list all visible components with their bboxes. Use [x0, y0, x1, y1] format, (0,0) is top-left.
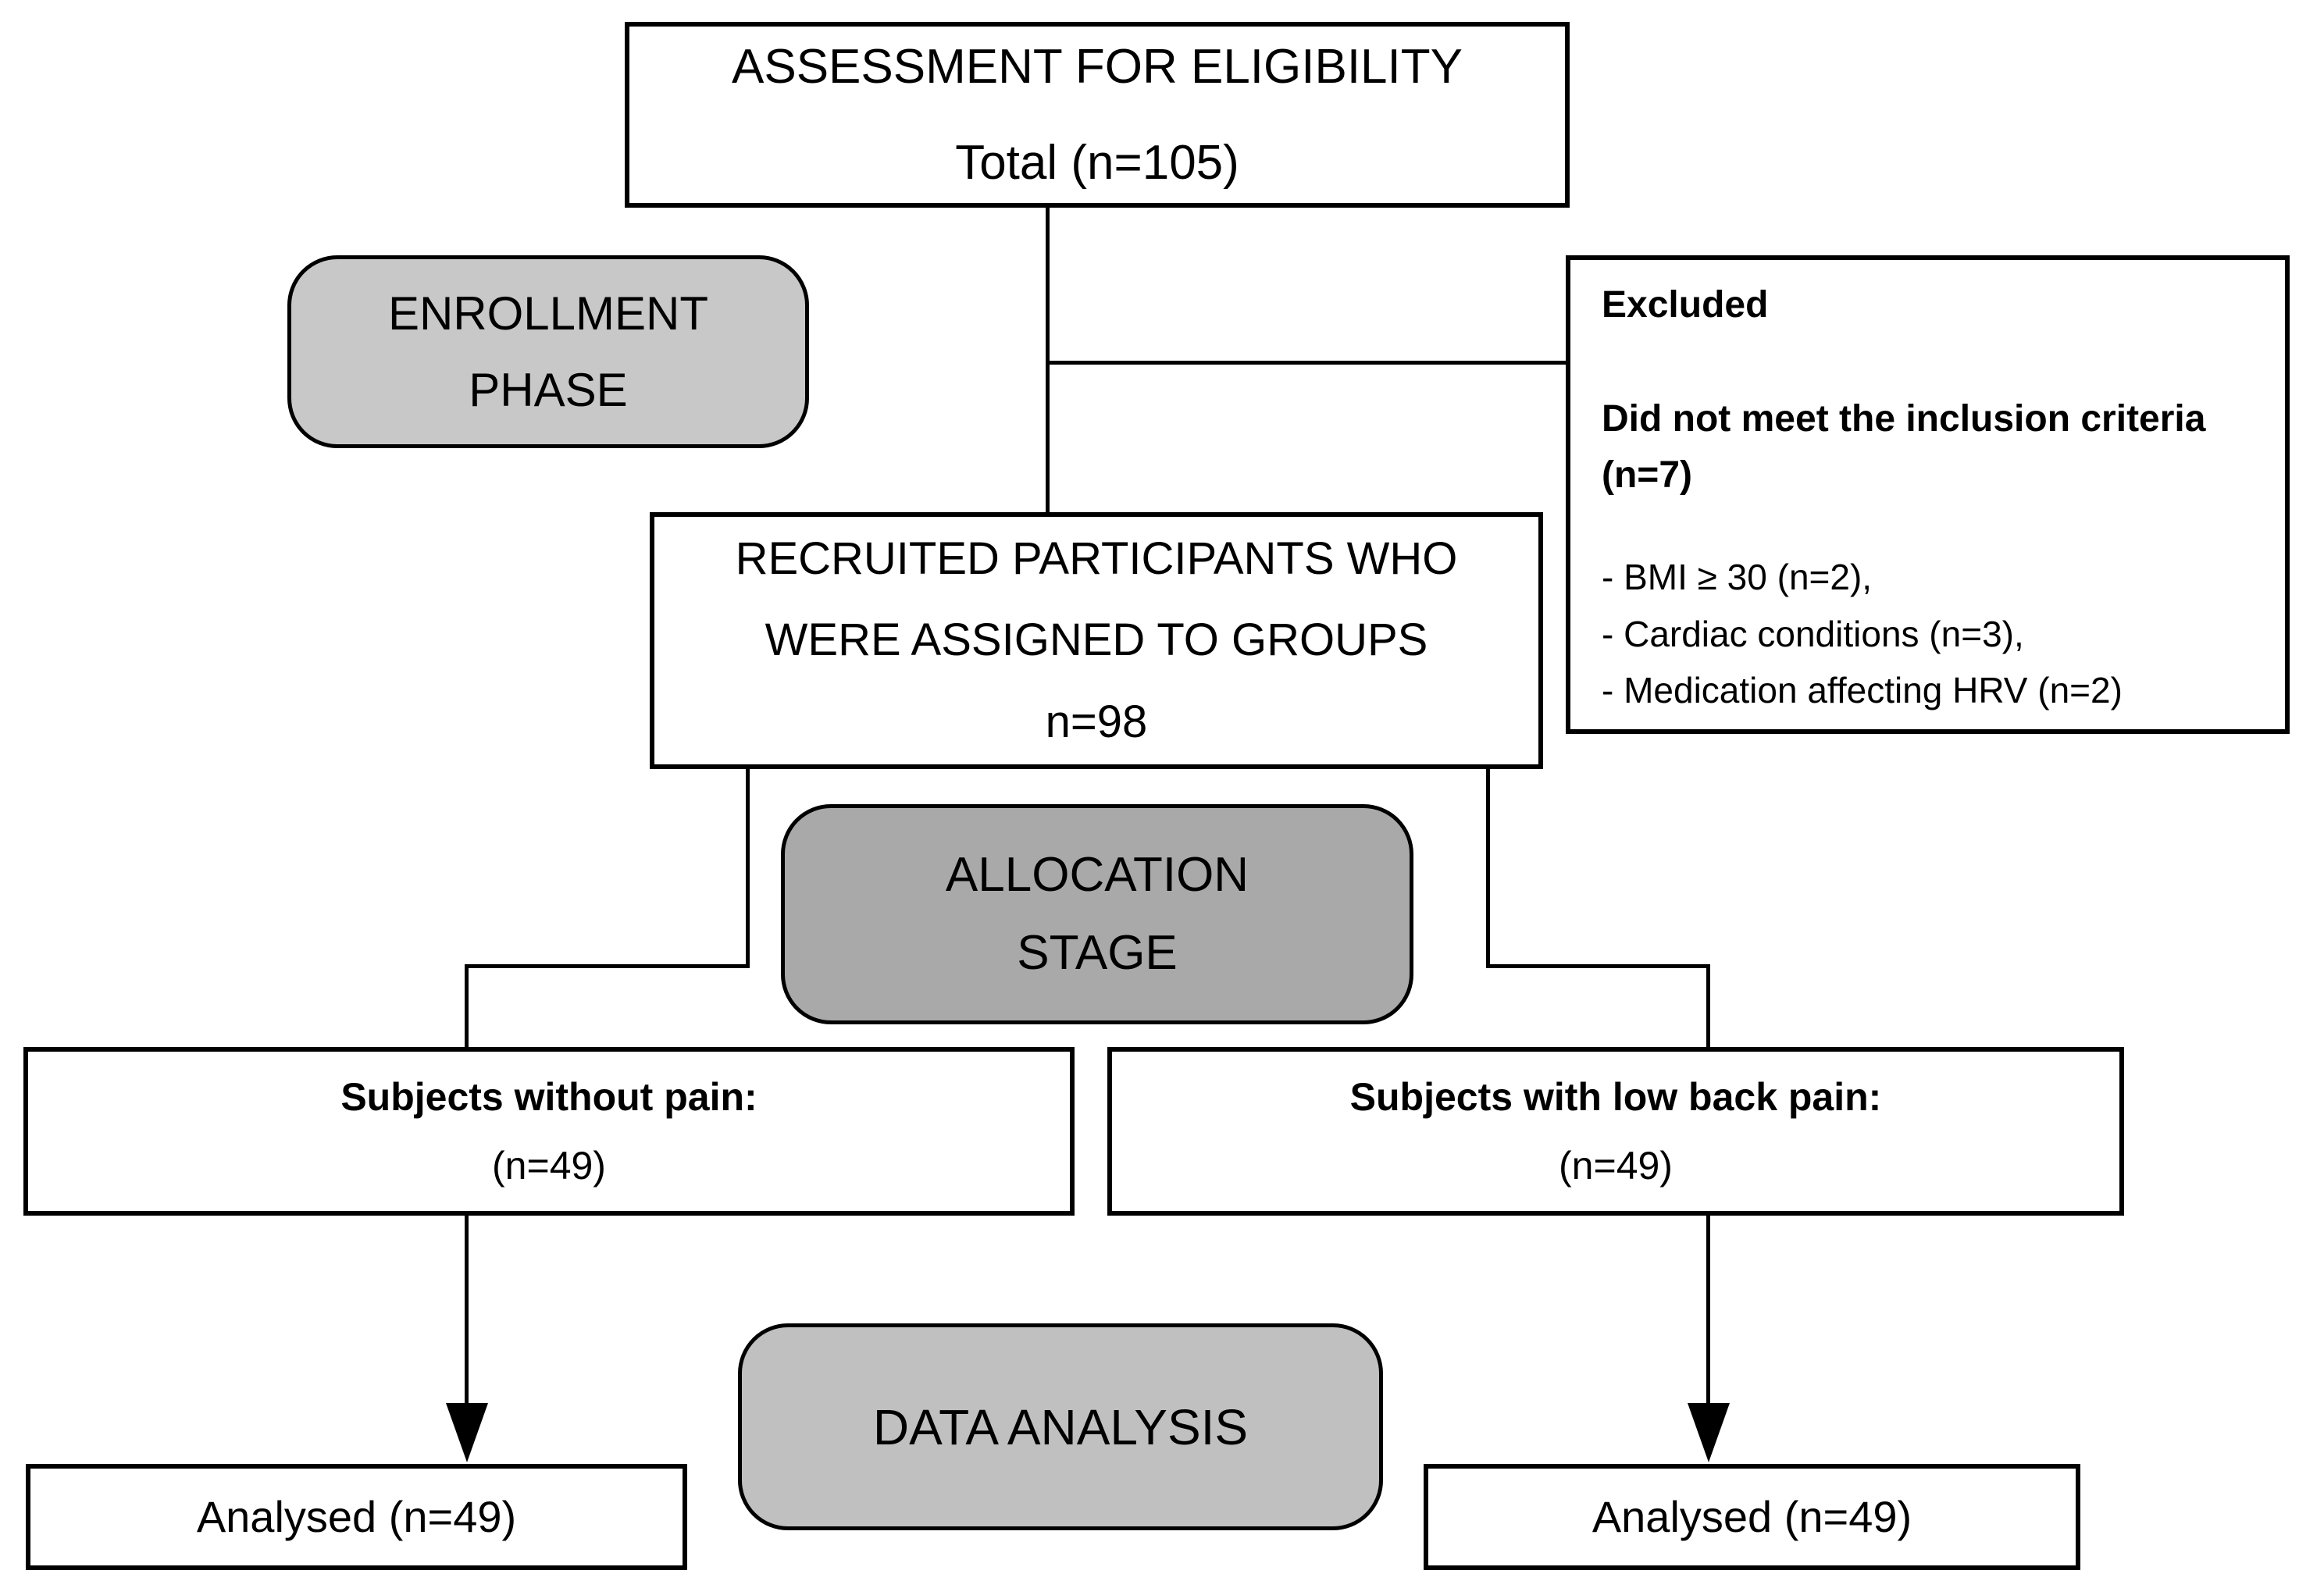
recruited-count: n=98 [1045, 696, 1148, 747]
connector-recruited-left-jog [465, 964, 750, 968]
connector-recruited-left-drop [746, 767, 750, 968]
data-analysis-stage-label: DATA ANALYSIS [738, 1323, 1383, 1530]
recruited-participants-box: RECRUITED PARTICIPANTS WHO WERE ASSIGNED… [650, 512, 1543, 769]
right-down-arrow-icon [1688, 1403, 1730, 1462]
connector-recruited-right-jog [1486, 964, 1710, 968]
subjects-with-low-back-pain-box: Subjects with low back pain: (n=49) [1107, 1047, 2124, 1216]
excluded-reason-line: Did not meet the inclusion criteria [1602, 398, 2206, 440]
assessment-total: Total (n=105) [955, 136, 1239, 190]
analysed-text: Analysed (n=49) [196, 1492, 517, 1541]
allocation-line: STAGE [1017, 926, 1178, 980]
connector-to-excluded [1046, 361, 1566, 365]
enrollment-phase-label: ENROLLMENT PHASE [287, 255, 809, 448]
enrollment-line: ENROLLMENT [387, 287, 709, 340]
subjects-without-pain-box: Subjects without pain: (n=49) [23, 1047, 1075, 1216]
connector-to-low-back-pain-box [1706, 964, 1710, 1050]
enrollment-line: PHASE [469, 363, 628, 416]
analysed-left-box: Analysed (n=49) [26, 1464, 687, 1570]
excluded-item: - Cardiac conditions (n=3), [1602, 613, 2024, 654]
group-title: Subjects with low back pain: [1349, 1074, 1882, 1119]
left-down-arrow-icon [446, 1403, 488, 1462]
group-title: Subjects without pain: [340, 1074, 757, 1119]
data-analysis-line: DATA ANALYSIS [872, 1398, 1249, 1455]
group-count: (n=49) [1559, 1144, 1673, 1188]
analysed-right-box: Analysed (n=49) [1424, 1464, 2080, 1570]
connector-to-without-pain-box [465, 964, 469, 1050]
excluded-box: Excluded Did not meet the inclusion crit… [1566, 255, 2290, 734]
left-arrow-shaft [465, 1214, 469, 1406]
excluded-title: Excluded [1602, 284, 1769, 326]
assessment-for-eligibility-box: ASSESSMENT FOR ELIGIBILITY Total (n=105) [625, 22, 1570, 208]
group-count: (n=49) [492, 1144, 606, 1188]
excluded-item: - Medication affecting HRV (n=2) [1602, 670, 2123, 711]
excluded-reason: Did not meet the inclusion criteria (n=7… [1602, 391, 2205, 504]
excluded-reason-count: (n=7) [1602, 454, 1693, 496]
excluded-item-list: - BMI ≥ 30 (n=2), - Cardiac conditions (… [1602, 549, 2123, 719]
assessment-title: ASSESSMENT FOR ELIGIBILITY [732, 39, 1463, 94]
right-arrow-shaft [1706, 1214, 1710, 1406]
recruited-line: RECRUITED PARTICIPANTS WHO [735, 532, 1458, 584]
allocation-line: ALLOCATION [945, 847, 1249, 902]
recruited-line: WERE ASSIGNED TO GROUPS [765, 614, 1428, 666]
excluded-item: - BMI ≥ 30 (n=2), [1602, 557, 1873, 597]
connector-recruited-right-drop [1486, 767, 1490, 968]
allocation-stage-label: ALLOCATION STAGE [781, 804, 1413, 1024]
analysed-text: Analysed (n=49) [1592, 1492, 1912, 1541]
